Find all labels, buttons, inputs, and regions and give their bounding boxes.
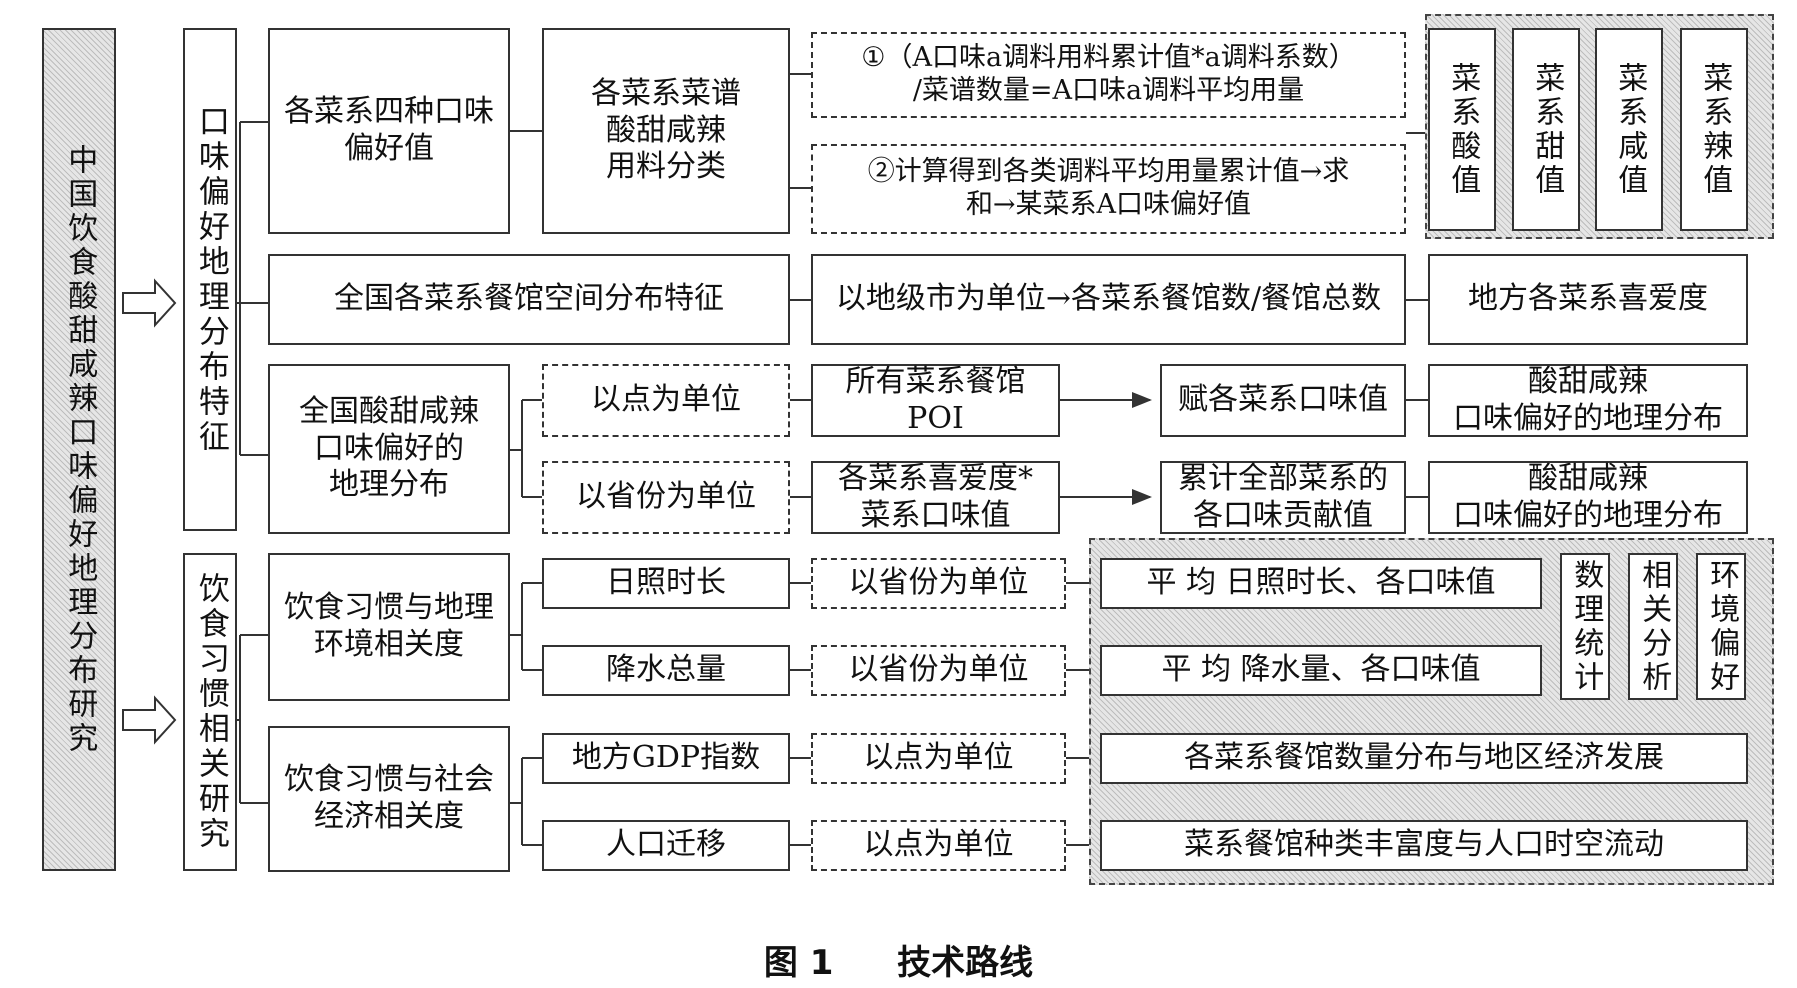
avg-sunshine-taste: 平 均 日照时长、各口味值 (1100, 558, 1542, 609)
province-unit-label: 以省份为单位 (542, 461, 790, 534)
local-gdp-index: 地方GDP指数 (542, 733, 790, 784)
population-migration: 人口迁移 (542, 820, 790, 871)
method-environment-preference: 环境偏好 (1696, 553, 1746, 700)
point-unit-label: 以点为单位 (811, 733, 1066, 784)
section-diet-habit: 饮食习惯相关研究 (183, 553, 237, 871)
method-correlation: 相关分析 (1628, 553, 1678, 700)
cuisine-sweet-value: 菜系甜值 (1512, 28, 1580, 231)
figure-title: 技术路线 (897, 943, 1034, 983)
cuisine-spicy-value: 菜系辣值 (1680, 28, 1748, 231)
sunshine-duration: 日照时长 (542, 558, 790, 609)
local-cuisine-preference: 地方各菜系喜爱度 (1428, 254, 1748, 345)
cuisine-sour-value: 菜系酸值 (1428, 28, 1496, 231)
method-statistics: 数理统计 (1560, 553, 1610, 700)
step-1-formula: ①（A口味a调料用料累计值*a调料系数） /菜谱数量=A口味a调料平均用量 (811, 32, 1406, 118)
taste-preference-values: 各菜系四种口味 偏好值 (268, 28, 510, 234)
step-2-formula: ②计算得到各类调料平均用量累计值→求 和→某菜系A口味偏好值 (811, 144, 1406, 234)
province-unit-label: 以省份为单位 (811, 558, 1066, 609)
accumulate-contributions: 累计全部菜系的 各口味贡献值 (1160, 461, 1406, 534)
socio-economic-correlation: 饮食习惯与社会 经济相关度 (268, 726, 510, 872)
taste-distribution-result-1: 酸甜咸辣 口味偏好的地理分布 (1428, 364, 1748, 437)
recipe-ingredient-classification: 各菜系菜谱 酸甜咸辣 用料分类 (542, 28, 790, 234)
restaurant-poi: 所有菜系餐馆 POI (811, 364, 1060, 437)
province-unit-label: 以省份为单位 (811, 645, 1066, 696)
cuisine-salty-value: 菜系咸值 (1595, 28, 1663, 231)
restaurant-spatial-distribution: 全国各菜系餐馆空间分布特征 (268, 254, 790, 345)
research-title: 中国饮食酸甜咸辣口味偏好地理分布研究 (42, 28, 116, 871)
national-taste-distribution: 全国酸甜咸辣 口味偏好的 地理分布 (268, 364, 510, 534)
block-arrow-icon (122, 278, 177, 745)
city-level-ratio: 以地级市为单位→各菜系餐馆数/餐馆总数 (811, 254, 1406, 345)
taste-distribution-result-2: 酸甜咸辣 口味偏好的地理分布 (1428, 461, 1748, 534)
assign-taste-values: 赋各菜系口味值 (1160, 364, 1406, 437)
figure-caption: 图 1 技术路线 (0, 935, 1797, 984)
cuisine-love-times-taste: 各菜系喜爱度* 菜系口味值 (811, 461, 1060, 534)
section-taste-distribution: 口味偏好地理分布特征 (183, 28, 237, 531)
point-unit-label: 以点为单位 (542, 364, 790, 437)
precipitation-total: 降水总量 (542, 645, 790, 696)
point-unit-label: 以点为单位 (811, 820, 1066, 871)
figure-number: 图 1 (763, 943, 834, 983)
cuisine-richness-population-flow: 菜系餐馆种类丰富度与人口时空流动 (1100, 820, 1748, 871)
avg-precipitation-taste: 平 均 降水量、各口味值 (1100, 645, 1542, 696)
geo-environment-correlation: 饮食习惯与地理 环境相关度 (268, 553, 510, 701)
restaurant-count-economy: 各菜系餐馆数量分布与地区经济发展 (1100, 733, 1748, 784)
